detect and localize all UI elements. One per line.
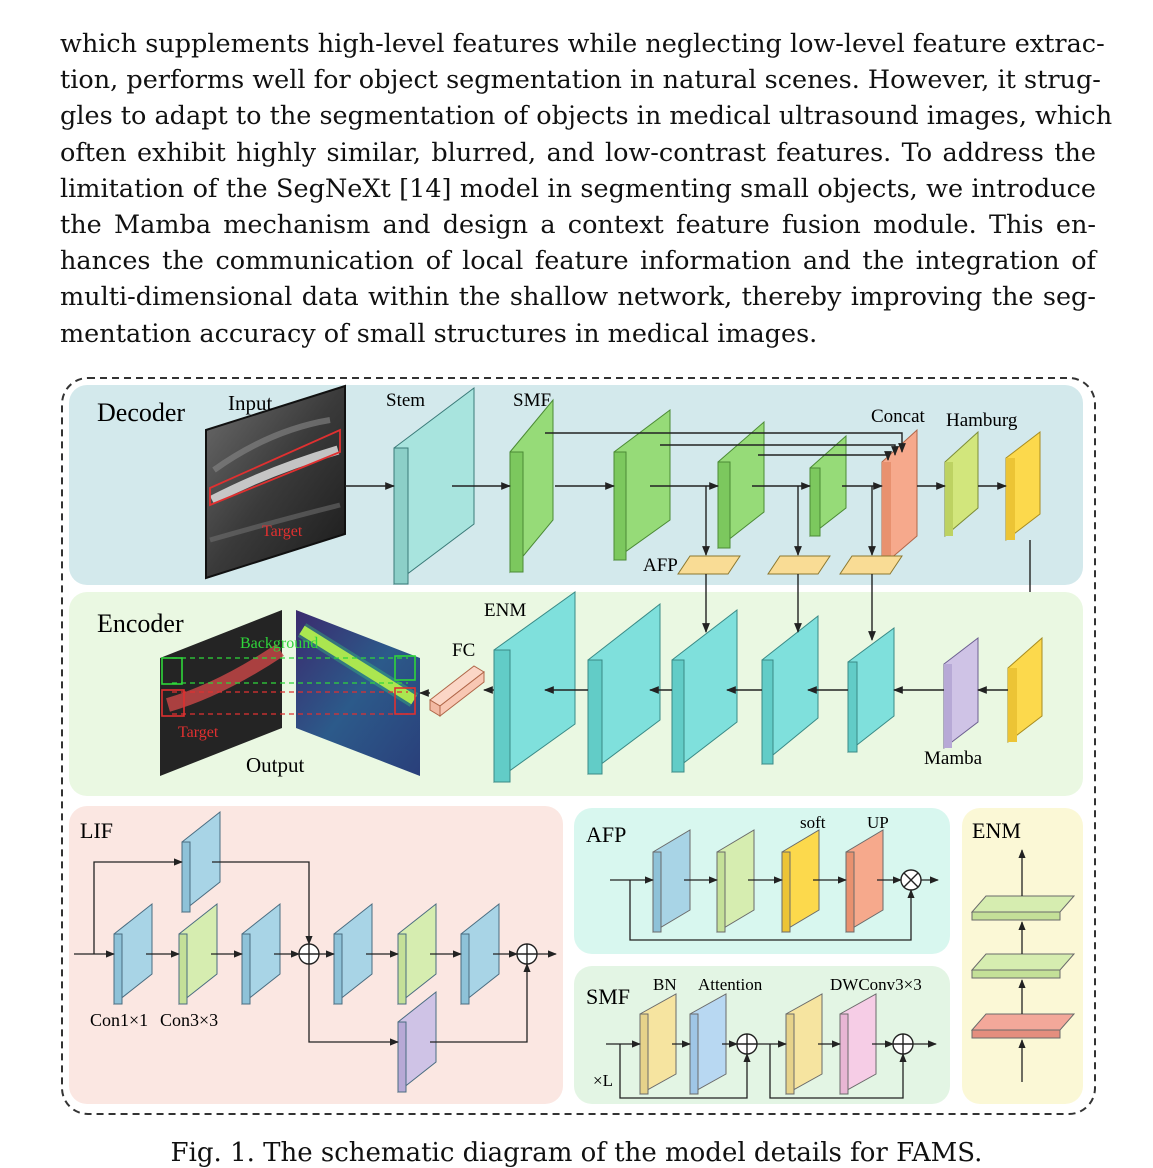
output-heatmap-image (296, 610, 420, 776)
repeat-label: ×L (593, 1071, 613, 1090)
paragraph-line: the Mamba mechanism and design a context… (60, 210, 1096, 241)
output-label: Output (246, 753, 305, 777)
smf-label: SMF (513, 390, 551, 411)
figure-caption: Fig. 1. The schematic diagram of the mod… (170, 1138, 983, 1168)
lif-blocks (113, 810, 500, 1094)
paragraph-line: multi-dimensional data within the shallo… (60, 282, 1096, 313)
afp-title: AFP (586, 822, 626, 847)
input-label: Input (228, 391, 272, 415)
paragraph-line: gles to adapt to the segmentation of obj… (60, 101, 1113, 132)
afp-arrows (610, 876, 939, 941)
output-guide-lines (172, 657, 408, 715)
afp-plate-label: AFP (643, 555, 678, 576)
body-paragraph: which supplements high-level features wh… (60, 26, 1113, 352)
conv1x1-label: Con1×1 (90, 1010, 148, 1030)
encoder-title: Encoder (97, 609, 184, 638)
attention-label: Attention (698, 975, 763, 994)
figure-frame (61, 377, 1096, 1115)
stem-label: Stem (386, 390, 425, 411)
encoder-input-block (1007, 636, 1043, 744)
bn-label: BN (653, 975, 677, 994)
paragraph-line: mentation accuracy of small structures i… (60, 318, 818, 349)
background-label: Background (240, 635, 318, 652)
mamba-block (943, 636, 979, 750)
concat-block (881, 428, 918, 568)
input-ultrasound-image (205, 384, 346, 580)
fc-label: FC (452, 640, 475, 661)
decoder-output-block (1005, 430, 1041, 542)
enm-title: ENM (972, 818, 1021, 843)
conv3x3-label: Con3×3 (160, 1010, 218, 1030)
lif-title: LIF (80, 818, 113, 843)
afp-multiply-node (900, 869, 922, 891)
output-target-label: Target (178, 724, 219, 741)
soft-label: soft (800, 813, 826, 832)
smf-blocks (509, 398, 847, 574)
afp-blocks (652, 829, 884, 933)
hamburg-label: Hamburg (946, 410, 1018, 431)
paragraph-line: often exhibit highly similar, blurred, a… (60, 137, 1096, 168)
paragraph-line: hances the communication of local featur… (60, 246, 1096, 277)
hamburg-block (944, 430, 979, 538)
decoder-title: Decoder (97, 398, 185, 427)
stem-block (393, 387, 475, 585)
dwconv-label: DWConv3×3 (830, 975, 922, 994)
smf-title: SMF (586, 984, 630, 1009)
lif-arrows (74, 858, 557, 1046)
fc-block (429, 665, 485, 718)
paragraph-line: which supplements high-level features wh… (60, 29, 1105, 59)
afp-plates (677, 555, 903, 575)
enm-blocks (493, 591, 895, 783)
smf-detail-blocks (639, 993, 877, 1095)
paragraph-line: limitation of the SegNeXt [14] model in … (60, 173, 1096, 204)
concat-label: Concat (871, 406, 926, 427)
enm-label: ENM (484, 600, 526, 621)
enm-plates (970, 895, 1076, 1039)
up-label: UP (867, 813, 889, 832)
mamba-label: Mamba (924, 748, 983, 769)
smf-arrows (606, 1040, 937, 1099)
target-box (209, 428, 341, 507)
target-label: Target (262, 523, 303, 540)
paragraph-line: tion, performs well for object segmentat… (60, 65, 1101, 96)
encoder-arrows (419, 574, 1008, 697)
